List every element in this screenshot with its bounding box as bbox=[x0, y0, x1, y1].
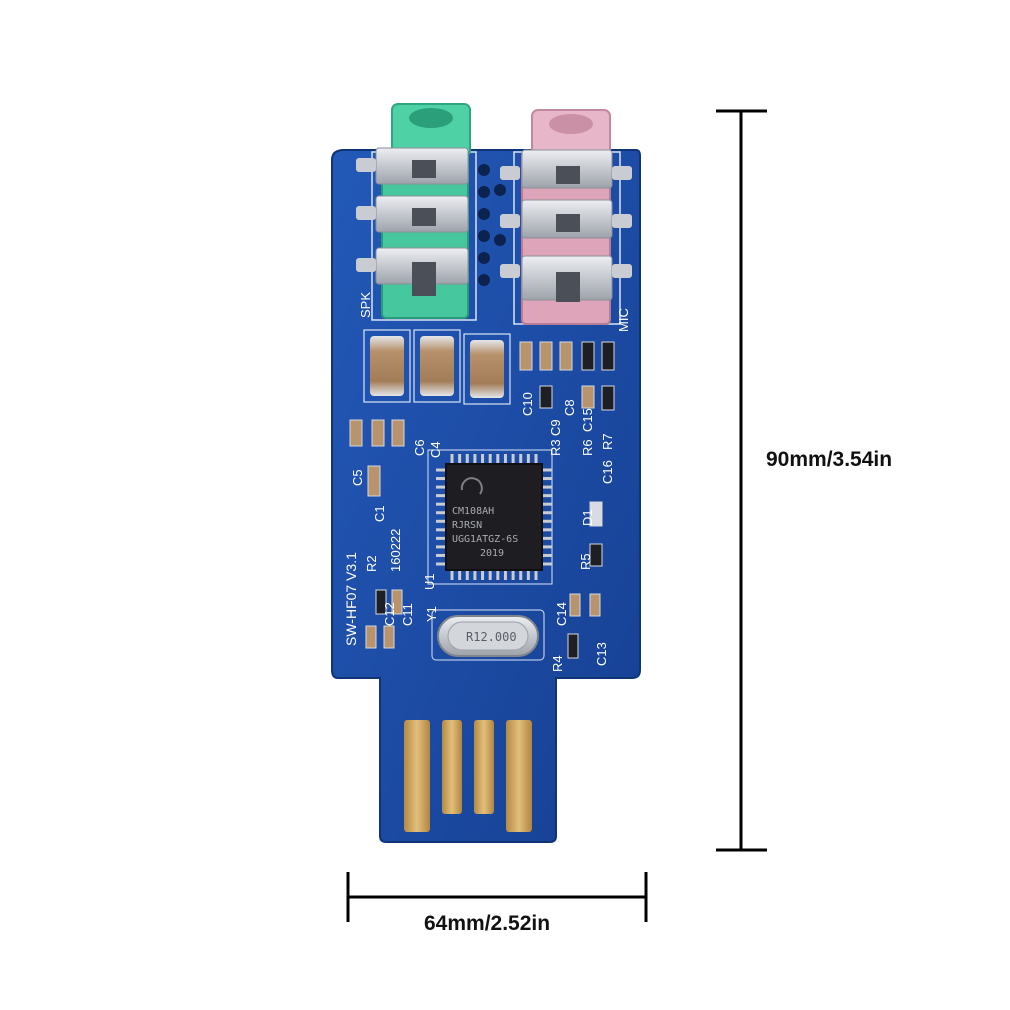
chip-pin bbox=[473, 570, 477, 580]
chip-pin bbox=[511, 454, 515, 464]
smd-components-right bbox=[567, 501, 603, 659]
chip-pin bbox=[503, 570, 507, 580]
chip-pin bbox=[473, 454, 477, 464]
chip-pin bbox=[436, 477, 446, 481]
cm108-audio-chip: CM108AH RJRSN UGG1ATGZ-6S 2019 bbox=[427, 449, 553, 585]
chip-pin bbox=[542, 494, 552, 498]
width-dimension-label: 64mm/2.52in bbox=[424, 912, 551, 935]
chip-pin bbox=[481, 454, 485, 464]
chip-pin bbox=[542, 468, 552, 472]
chip-pin bbox=[436, 553, 446, 557]
chip-pin bbox=[436, 468, 446, 472]
chip-pin bbox=[436, 485, 446, 489]
label-c6: C6 bbox=[412, 439, 427, 456]
chip-pin bbox=[436, 511, 446, 515]
chip-pin bbox=[519, 454, 523, 464]
label-r3: R3 bbox=[548, 439, 563, 456]
chip-pin bbox=[458, 454, 462, 464]
chip-pin bbox=[488, 570, 492, 580]
label-u1: U1 bbox=[422, 573, 437, 590]
label-d1: D1 bbox=[580, 509, 595, 526]
chip-pin bbox=[526, 570, 530, 580]
chip-pin bbox=[542, 528, 552, 532]
chip-pin bbox=[542, 519, 552, 523]
chip-pin bbox=[488, 454, 492, 464]
chip-pin bbox=[481, 570, 485, 580]
chip-pin bbox=[511, 570, 515, 580]
chip-pin bbox=[436, 519, 446, 523]
chip-pin bbox=[542, 562, 552, 566]
label-r6: R6 bbox=[580, 439, 595, 456]
label-r7: R7 bbox=[600, 433, 615, 450]
width-dimension-line bbox=[346, 872, 648, 922]
chip-pin bbox=[542, 502, 552, 506]
chip-pin bbox=[534, 454, 538, 464]
chip-pin bbox=[542, 553, 552, 557]
label-c4: C4 bbox=[428, 441, 443, 458]
label-c13: C13 bbox=[594, 642, 609, 666]
usb-pin-3 bbox=[474, 720, 494, 814]
label-c11: C11 bbox=[400, 603, 415, 626]
chip-pin bbox=[496, 570, 500, 580]
chip-pin bbox=[436, 545, 446, 549]
chip-pin bbox=[519, 570, 523, 580]
spk-audio-jack bbox=[356, 103, 471, 319]
chip-marking-line4: 2019 bbox=[480, 548, 504, 559]
label-c10: C10 bbox=[520, 392, 535, 416]
label-model: SW-HF07 V3.1 bbox=[343, 552, 359, 646]
label-c16: C16 bbox=[600, 460, 615, 484]
label-date-code: 160222 bbox=[388, 529, 403, 572]
label-y1: Y1 bbox=[424, 606, 439, 622]
chip-pin bbox=[542, 536, 552, 540]
chip-marking-line2: RJRSN bbox=[452, 520, 482, 531]
chip-pin bbox=[526, 454, 530, 464]
chip-pin bbox=[450, 454, 454, 464]
chip-pin bbox=[458, 570, 462, 580]
label-c8: C8 bbox=[562, 399, 577, 416]
chip-pin bbox=[436, 562, 446, 566]
smd-components-left bbox=[349, 419, 405, 649]
chip-marking-line3: UGG1ATGZ-6S bbox=[452, 534, 518, 545]
usb-pin-1 bbox=[404, 720, 430, 832]
chip-pin bbox=[436, 502, 446, 506]
via-pads bbox=[478, 164, 506, 286]
chip-pin bbox=[542, 511, 552, 515]
chip-pin bbox=[436, 528, 446, 532]
chip-pin bbox=[534, 570, 538, 580]
chip-pin bbox=[542, 485, 552, 489]
usb-pin-2 bbox=[442, 720, 462, 814]
label-c15: C15 bbox=[580, 408, 595, 432]
label-c9: C9 bbox=[548, 419, 563, 436]
label-r2: R2 bbox=[364, 555, 379, 572]
label-c5: C5 bbox=[350, 469, 365, 486]
label-c12: C12 bbox=[382, 602, 397, 626]
label-mic: MIC bbox=[616, 308, 631, 332]
chip-marking-line1: CM108AH bbox=[452, 506, 494, 517]
usb-pin-4 bbox=[506, 720, 532, 832]
chip-pin bbox=[542, 545, 552, 549]
mic-audio-jack bbox=[500, 109, 632, 325]
label-spk: SPK bbox=[358, 292, 373, 318]
chip-pin bbox=[503, 454, 507, 464]
height-dimension-label: 90mm/3.54in bbox=[766, 448, 893, 471]
label-r4: R4 bbox=[550, 655, 565, 672]
height-dimension-line bbox=[716, 109, 767, 852]
chip-pin bbox=[465, 454, 469, 464]
chip-pin bbox=[496, 454, 500, 464]
crystal-oscillator: R12.000 bbox=[431, 609, 545, 661]
large-capacitors bbox=[363, 329, 511, 405]
chip-pin bbox=[542, 477, 552, 481]
chip-pin bbox=[450, 570, 454, 580]
chip-pin bbox=[465, 570, 469, 580]
smd-components-upper bbox=[519, 341, 615, 411]
label-c1: C1 bbox=[372, 505, 387, 522]
label-c14: C14 bbox=[554, 602, 569, 626]
label-r5: R5 bbox=[578, 553, 593, 570]
chip-pin bbox=[436, 536, 446, 540]
crystal-marking: R12.000 bbox=[466, 630, 517, 644]
chip-pin bbox=[436, 494, 446, 498]
usb-connector-contacts bbox=[404, 720, 532, 832]
